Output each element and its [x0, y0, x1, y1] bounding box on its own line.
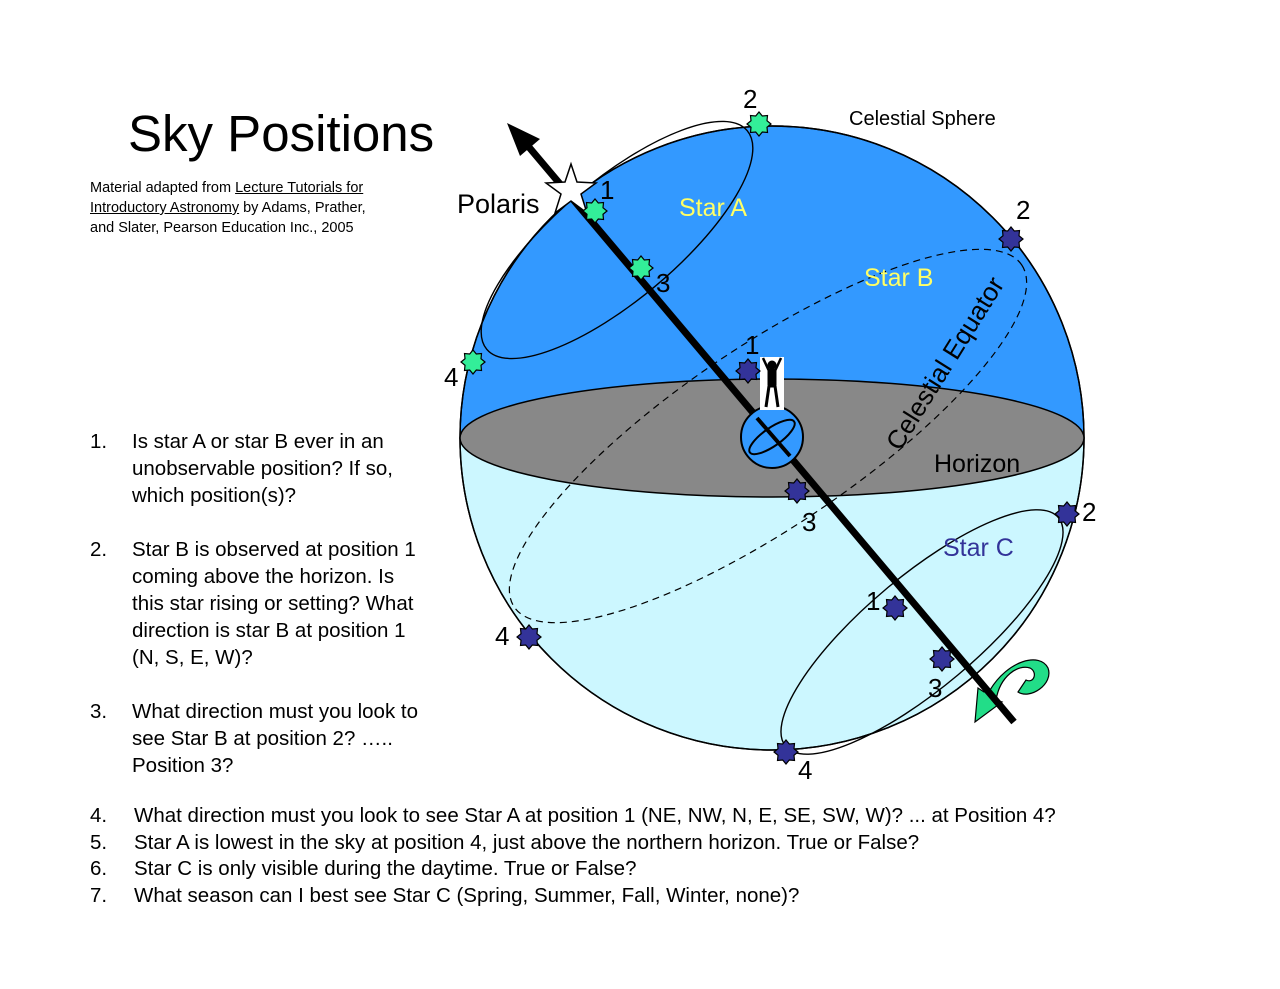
question-4: 4. What direction must you look to see St… — [90, 803, 1056, 829]
book-title-line2: Introductory Astronomy — [90, 200, 240, 216]
credit-note: Material adapted from Lecture Tutorials … — [90, 178, 420, 238]
book-title-line1: Lecture Tutorials for — [235, 180, 364, 196]
question-number: 4. — [90, 804, 108, 827]
credit-prefix: Material adapted from — [90, 180, 236, 196]
question-5: 5. Star A is lowest in the sky at positio… — [90, 830, 919, 856]
horizon-label: Horizon — [934, 450, 1020, 478]
star-a-position-4-label: 4 — [444, 362, 458, 392]
star-a-position-3-icon — [628, 255, 654, 281]
star-b-position-2-icon — [998, 226, 1024, 252]
question-number: 3. — [90, 700, 108, 723]
question-line: Star B is observed at position 1 — [132, 538, 416, 561]
star-b-position-2-label: 2 — [1016, 195, 1030, 225]
star-c-position-2-icon — [1054, 501, 1080, 527]
star-a-position-2-icon — [746, 111, 772, 137]
credit-publisher: and Slater, Pearson Education Inc., 2005 — [90, 220, 354, 236]
star-c-position-1-icon — [882, 595, 908, 621]
question-line: coming above the horizon. Is — [132, 565, 395, 588]
question-line: (N, S, E, W)? — [132, 646, 253, 669]
question-number: 7. — [90, 884, 108, 907]
star-c-position-1-label: 1 — [866, 586, 880, 616]
question-text: Star C is only visible during the daytim… — [134, 857, 637, 880]
observer-figure-icon — [761, 357, 783, 408]
question-text: What direction must you look to see Star… — [134, 804, 1056, 827]
star-c-position-3-icon — [929, 646, 955, 672]
star-a-position-1-label: 1 — [600, 175, 614, 205]
question-line: direction is star B at position 1 — [132, 619, 406, 642]
star-a-position-3-label: 3 — [656, 268, 670, 298]
question-number: 5. — [90, 831, 108, 854]
axis-arrowhead-icon — [507, 123, 540, 156]
question-line: Is star A or star B ever in an — [132, 430, 384, 453]
star-a-position-2-label: 2 — [743, 84, 757, 114]
rotation-arrow-icon — [974, 659, 1050, 724]
question-6: 6. Star C is only visible during the dayt… — [90, 856, 636, 882]
star-a-position-4-icon — [460, 349, 486, 375]
question-text: Star A is lowest in the sky at position … — [134, 831, 920, 854]
star-c-position-2-label: 2 — [1082, 497, 1096, 527]
question-line: unobservable position? If so, — [132, 457, 393, 480]
star-b-label: Star B — [864, 264, 933, 292]
question-text: What season can I best see Star C (Sprin… — [134, 884, 800, 907]
earth-axis-segment — [755, 416, 792, 458]
star-b-position-3-icon — [784, 478, 810, 504]
star-b-position-4-icon — [516, 624, 542, 650]
question-line: this star rising or setting? What — [132, 592, 414, 615]
question-number: 2. — [90, 538, 108, 561]
star-c-position-3-label: 3 — [928, 673, 942, 703]
question-line: Position 3? — [132, 754, 234, 777]
star-c-position-4-label: 4 — [798, 755, 812, 785]
star-a-position-1-icon — [582, 198, 608, 224]
star-b-position-1-label: 1 — [745, 330, 759, 360]
question-line: What direction must you look to — [132, 700, 418, 723]
polaris-star-icon — [543, 161, 599, 216]
star-a-label: Star A — [679, 194, 747, 222]
star-c-position-4-icon — [773, 739, 799, 765]
star-c-label: Star C — [943, 534, 1014, 562]
page-title: Sky Positions — [128, 105, 435, 162]
star-b-position-3-label: 3 — [802, 507, 816, 537]
star-b-position-1-icon — [735, 358, 761, 384]
celestial-sphere-label: Celestial Sphere — [849, 108, 996, 130]
celestial-equator-orbit — [508, 248, 1028, 624]
question-number: 1. — [90, 430, 108, 453]
question-line: see Star B at position 2? ….. — [132, 727, 393, 750]
question-7: 7. What season can I best see Star C (Spr… — [90, 883, 799, 909]
star-b-position-4-label: 4 — [495, 621, 509, 651]
credit-authors: by Adams, Prather, — [239, 200, 366, 216]
question-number: 6. — [90, 857, 108, 880]
question-line: which position(s)? — [132, 484, 297, 507]
polaris-label: Polaris — [457, 189, 540, 219]
